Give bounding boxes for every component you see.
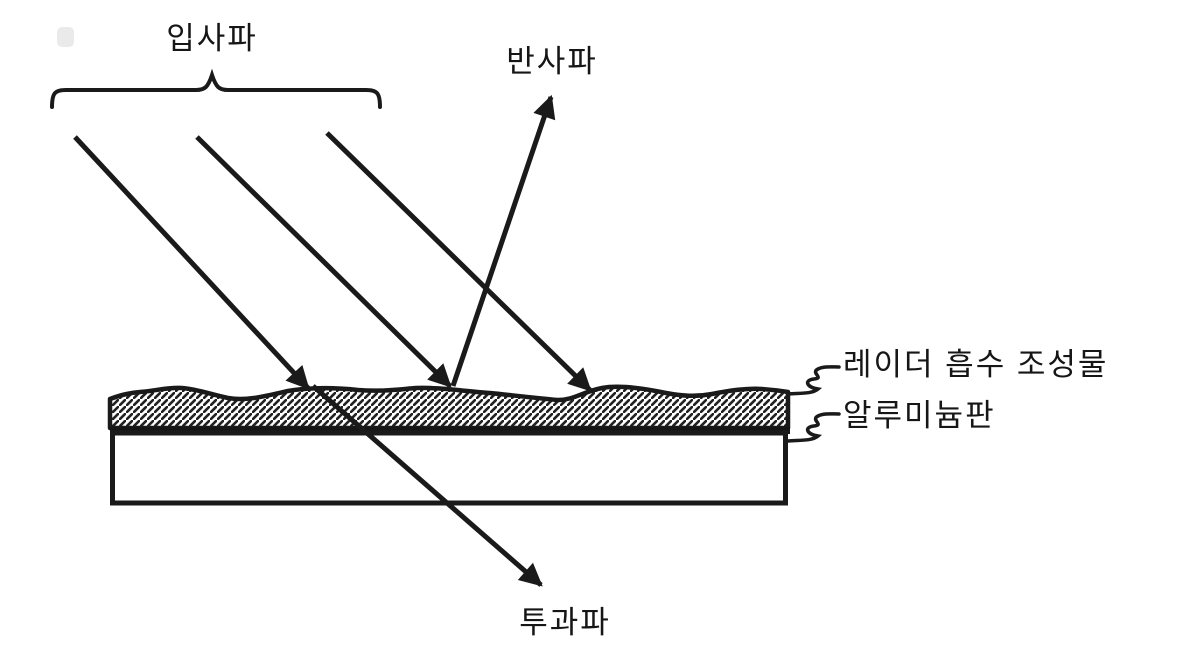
aluminum-plate [110,427,790,506]
incident-wave-label: 입사파 [166,21,258,56]
incident-wave-arrow-2 [195,135,452,388]
absorber-layer-label: 레이더 흡수 조성물 [843,347,1109,382]
reflected-wave-label: 반사파 [506,44,598,79]
aluminum-leader-squiggle [786,412,841,443]
aluminum-plate-body [110,430,788,506]
incident-wave-brace [50,68,382,109]
scan-artifact-smudge [57,27,74,47]
absorber-layer [107,384,791,431]
transmitted-wave-arrow [311,384,543,587]
absorber-layer-shape [107,384,791,431]
aluminum-plate-label: 알루미늄판 [843,398,996,433]
incident-wave-arrow-1 [73,135,310,390]
incident-wave-arrow-3 [325,131,592,392]
absorber-leader-squiggle [786,365,841,396]
transmitted-wave-label: 투과파 [519,605,611,640]
reflected-wave-arrow [450,94,556,387]
